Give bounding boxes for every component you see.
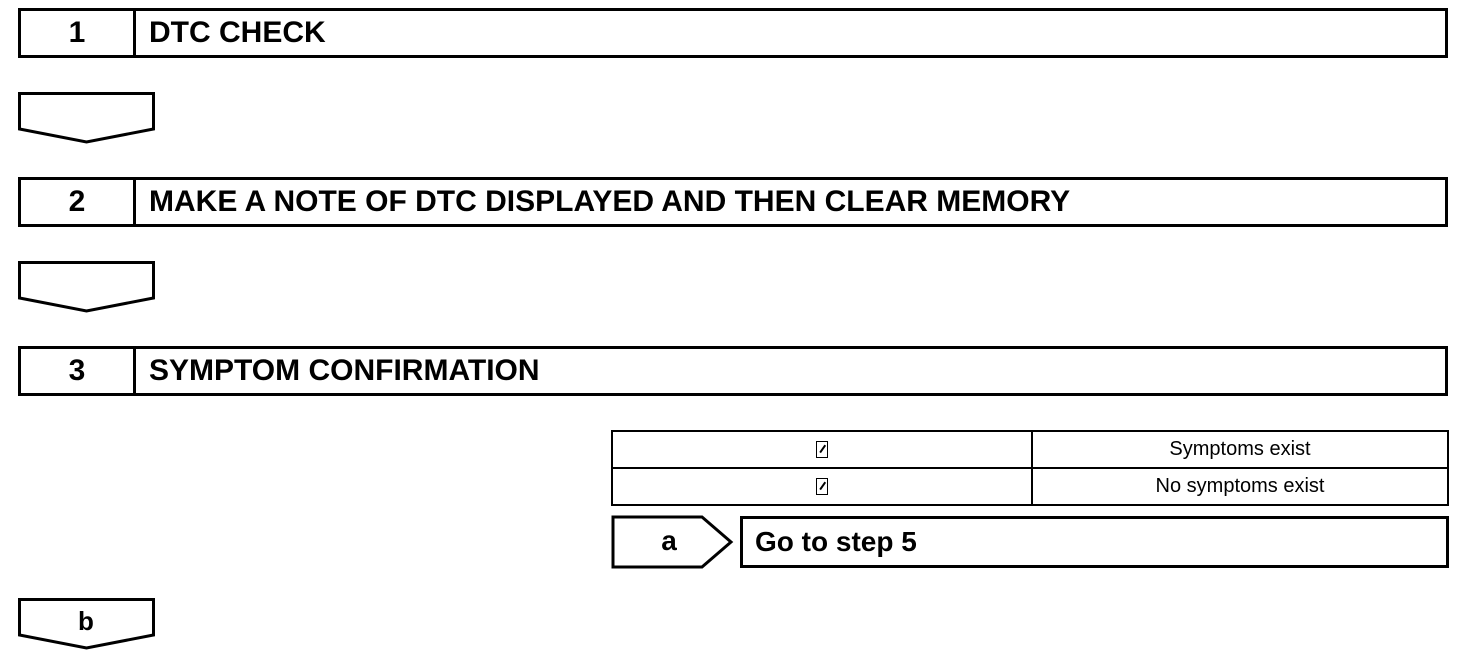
table-row: No symptoms exist [611, 467, 1449, 506]
result-text-cell: No symptoms exist [1031, 467, 1449, 506]
step-title: DTC CHECK [149, 16, 326, 49]
step-title: MAKE A NOTE OF DTC DISPLAYED AND THEN CL… [149, 185, 1071, 218]
branch-a: a Go to step 5 [611, 515, 1451, 570]
branch-label: a [661, 525, 677, 556]
result-code-cell [611, 430, 1033, 469]
step-3-header: 3 SYMPTOM CONFIRMATION [18, 346, 1448, 396]
next-step-arrow [18, 92, 156, 144]
step-number: 2 [21, 180, 136, 224]
step-1-header: 1 DTC CHECK [18, 8, 1448, 58]
step-number: 3 [21, 349, 136, 393]
result-code-icon [816, 441, 828, 459]
result-code-cell [611, 467, 1033, 506]
next-step-arrow [18, 261, 156, 313]
step-number: 1 [21, 11, 136, 55]
result-code-icon [816, 478, 828, 496]
step-2-header: 2 MAKE A NOTE OF DTC DISPLAYED AND THEN … [18, 177, 1448, 227]
table-row: Symptoms exist [611, 430, 1449, 469]
continue-arrow-b: b [18, 598, 156, 650]
branch-target: Go to step 5 [740, 516, 1449, 568]
arrow-label: b [78, 606, 94, 636]
result-table: Symptoms exist No symptoms exist [611, 430, 1449, 506]
step-title: SYMPTOM CONFIRMATION [149, 354, 540, 387]
result-text-cell: Symptoms exist [1031, 430, 1449, 469]
